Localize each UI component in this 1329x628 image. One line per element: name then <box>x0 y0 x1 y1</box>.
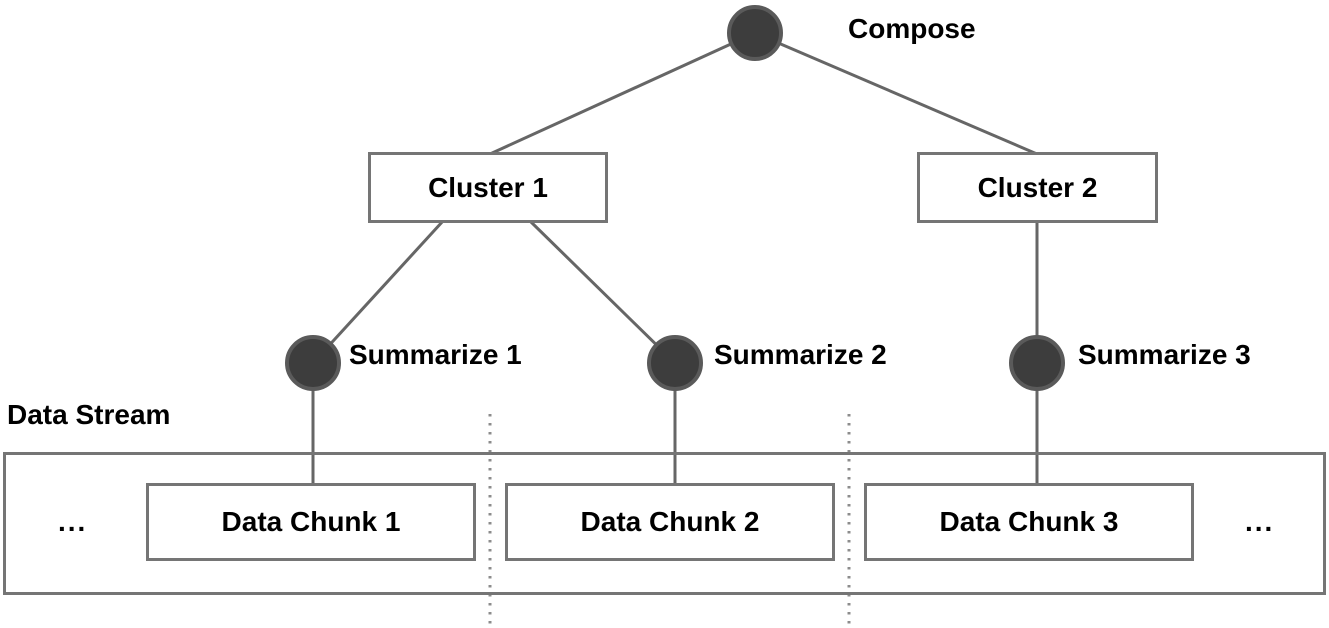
cluster-1-label: Cluster 1 <box>428 171 548 203</box>
compose-label: Compose <box>848 13 976 44</box>
summarize-2-label: Summarize 2 <box>714 339 887 370</box>
data-stream-box <box>3 452 1326 595</box>
summarize-1-node-circle <box>285 335 341 391</box>
data-stream-label: Data Stream <box>7 399 171 430</box>
data-chunk-3-box: Data Chunk 3 <box>864 483 1194 561</box>
summarize-1-label: Summarize 1 <box>349 339 522 370</box>
summarize-2-node-circle <box>647 335 703 391</box>
ellipsis-left: ... <box>58 506 88 537</box>
data-chunk-2-label: Data Chunk 2 <box>580 506 760 537</box>
data-chunk-2-box: Data Chunk 2 <box>505 483 835 561</box>
ellipsis-right: ... <box>1245 506 1275 537</box>
cluster-2-label: Cluster 2 <box>977 171 1098 203</box>
data-chunk-1-label: Data Chunk 1 <box>221 506 401 537</box>
data-chunk-1-box: Data Chunk 1 <box>146 483 476 561</box>
cluster-1-box: Cluster 1 <box>368 152 608 223</box>
cluster-2-box: Cluster 2 <box>917 152 1158 223</box>
edge-cluster1-summarize1 <box>311 219 445 365</box>
summarize-3-label: Summarize 3 <box>1078 339 1251 370</box>
edge-compose-cluster1 <box>489 31 756 156</box>
edge-cluster1-summarize2 <box>528 219 677 365</box>
compose-node-circle <box>727 5 783 61</box>
edge-compose-cluster2 <box>754 31 1038 156</box>
data-chunk-3-label: Data Chunk 3 <box>939 506 1119 537</box>
summarize-3-node-circle <box>1009 335 1065 391</box>
